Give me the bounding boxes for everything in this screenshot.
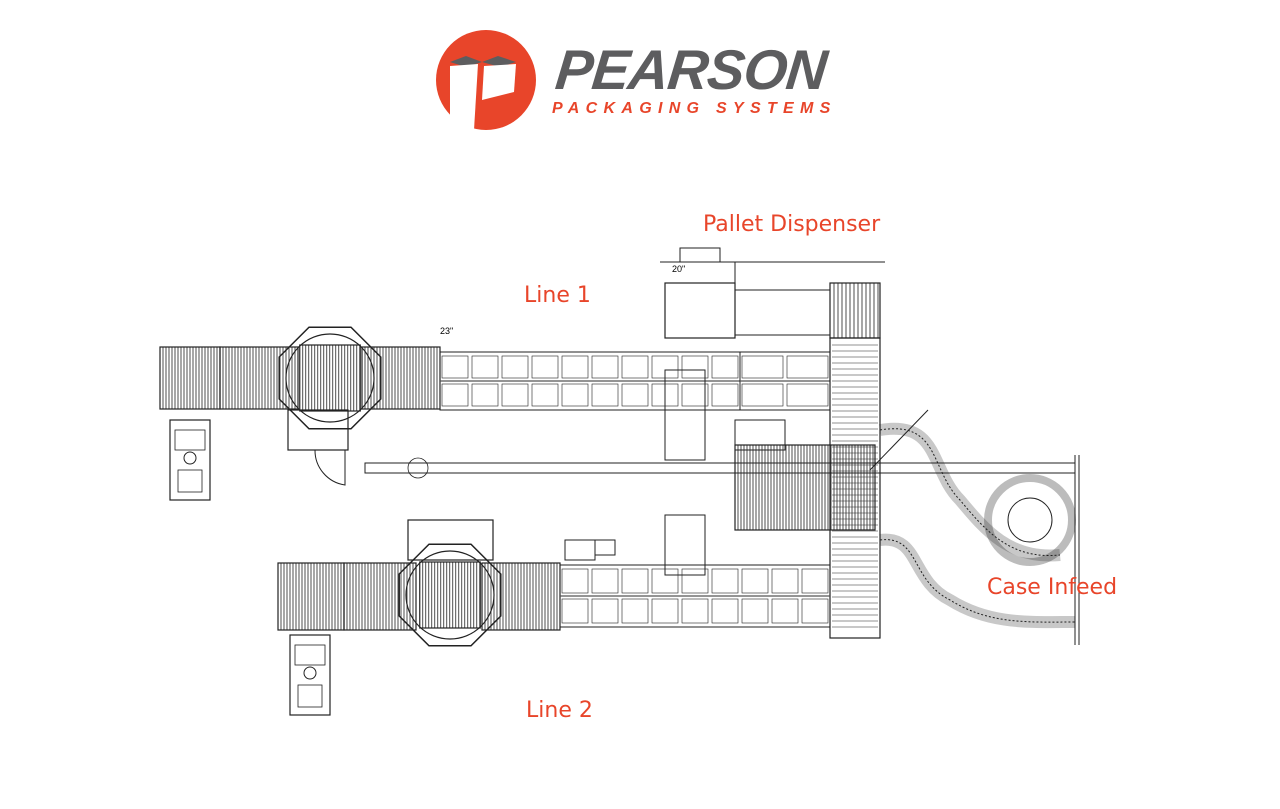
overhead-beam xyxy=(364,462,1076,474)
conveyor-segment xyxy=(651,568,679,594)
line2-cabinet xyxy=(564,539,596,561)
label-line-2: Line 2 xyxy=(526,698,593,723)
case-infeed-curve-1-rollers xyxy=(879,428,1061,557)
conveyor-segment xyxy=(711,568,739,594)
line1-forklift xyxy=(169,419,211,501)
spiral-conveyor xyxy=(984,474,1076,566)
central-roller-bed xyxy=(734,444,876,531)
case-infeed-curve-1 xyxy=(879,422,1061,562)
forklift-wheel xyxy=(183,451,197,465)
column xyxy=(407,457,429,479)
robot-base xyxy=(734,419,786,451)
conveyor-segment xyxy=(591,383,619,407)
line2-cabinet xyxy=(594,539,616,556)
conveyor-segment xyxy=(681,355,709,379)
conveyor-segment xyxy=(681,598,709,624)
logo-mark-icon xyxy=(436,30,536,130)
conveyor-segment xyxy=(591,355,619,379)
conveyor-segment xyxy=(561,355,589,379)
conveyor-segment xyxy=(741,568,769,594)
pallet-dispenser-rollers xyxy=(829,282,881,339)
conveyor-segment xyxy=(591,568,619,594)
forklift-seat xyxy=(294,644,326,666)
conveyor-segment xyxy=(741,355,784,379)
conveyor-segment xyxy=(621,355,649,379)
line1-robot xyxy=(664,369,706,461)
conveyor-segment xyxy=(621,568,649,594)
conveyor-segment xyxy=(711,355,739,379)
conveyor-segment xyxy=(471,355,499,379)
conveyor-segment xyxy=(801,568,829,594)
conveyor-segment xyxy=(681,568,709,594)
dimension-label: 20" xyxy=(672,264,686,274)
label-case-infeed: Case Infeed xyxy=(987,575,1118,600)
conveyor-segment xyxy=(771,598,799,624)
drawing-line xyxy=(869,409,929,471)
line2-forklift xyxy=(289,634,331,716)
conveyor-segment xyxy=(786,383,829,407)
line2-control-panel xyxy=(407,519,494,561)
line2-robot xyxy=(664,514,706,576)
forklift-body xyxy=(297,684,323,708)
conveyor-segment xyxy=(501,355,529,379)
conveyor-segment xyxy=(681,383,709,407)
case-infeed-curve-2-rollers xyxy=(879,539,1076,623)
conveyor-segment xyxy=(561,568,589,594)
conveyor-segment xyxy=(651,598,679,624)
electrical-box xyxy=(679,247,721,263)
label-pallet-dispenser: Pallet Dispenser xyxy=(703,212,881,237)
conveyor-segment xyxy=(741,598,769,624)
pallet-dispenser-frame xyxy=(664,282,736,339)
conveyor-segment xyxy=(531,355,559,379)
conveyor-segment xyxy=(801,598,829,624)
conveyor-segment xyxy=(621,598,649,624)
label-line-1: Line 1 xyxy=(524,283,591,308)
pearson-logo: PEARSON PACKAGING SYSTEMS xyxy=(436,30,830,132)
pallet-dispenser-conveyor xyxy=(734,289,831,336)
conveyor-segment xyxy=(711,598,739,624)
line1-control-panel xyxy=(287,409,349,451)
vertical-transfer-frame xyxy=(829,337,881,639)
conveyor-segment xyxy=(561,383,589,407)
conveyor-segment xyxy=(591,598,619,624)
conveyor-segment xyxy=(471,383,499,407)
forklift-wheel xyxy=(303,666,317,680)
conveyor-segment xyxy=(561,598,589,624)
forklift-body xyxy=(177,469,203,493)
conveyor-segment xyxy=(771,568,799,594)
spiral-core xyxy=(1007,497,1053,543)
forklift-seat xyxy=(174,429,206,451)
conveyor-segment xyxy=(441,355,469,379)
conveyor-segment xyxy=(531,383,559,407)
conveyor-segment xyxy=(441,383,469,407)
logo-tagline: PACKAGING SYSTEMS xyxy=(552,100,837,117)
door-swing xyxy=(314,449,346,486)
dimension-label: 23" xyxy=(440,326,454,336)
conveyor-segment xyxy=(711,383,739,407)
conveyor-segment xyxy=(621,383,649,407)
conveyor-segment xyxy=(786,355,829,379)
conveyor-segment xyxy=(741,383,784,407)
conveyor-segment xyxy=(501,383,529,407)
